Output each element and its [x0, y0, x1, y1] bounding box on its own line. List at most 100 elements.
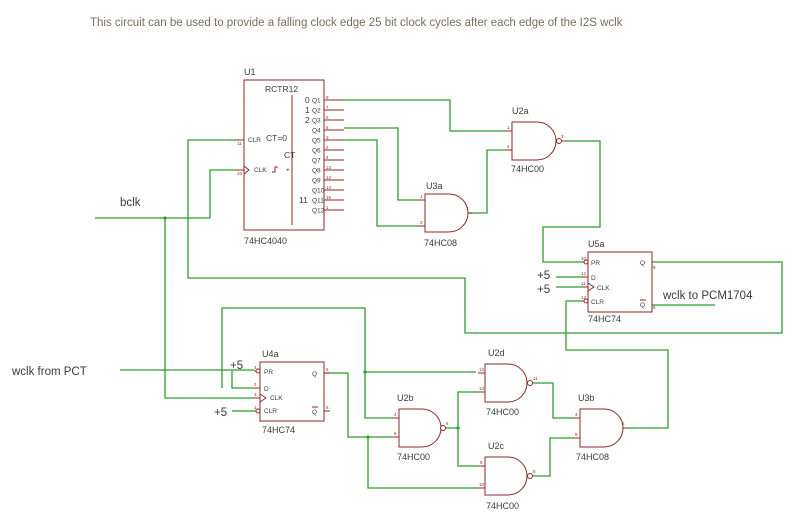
svg-text:CLR: CLR: [264, 408, 277, 415]
svg-text:Q: Q: [312, 409, 317, 416]
net-label-vcc-u5-d: +5: [537, 270, 550, 282]
wire-u3a-u2a: [468, 149, 505, 214]
u1-q-pin-number: 5: [326, 125, 329, 130]
svg-text:5: 5: [575, 432, 578, 437]
svg-text:1: 1: [507, 125, 510, 130]
svg-text:4: 4: [575, 412, 578, 417]
diagram-title: This circuit can be used to provide a fa…: [90, 17, 623, 29]
u1-q-pin-number: 3: [326, 135, 329, 140]
svg-text:12: 12: [479, 367, 485, 372]
u1-ct-number: 0: [305, 95, 310, 105]
u3a-part: 74HC08: [424, 238, 457, 248]
u1-clr-pin: 11: [237, 141, 242, 146]
u1-clk-label: CLK: [254, 167, 267, 174]
wire-bclk-to-u1-clk: [209, 169, 236, 218]
u1-q-label: Q12: [312, 208, 325, 215]
svg-text:12: 12: [581, 271, 587, 276]
u5a-ref: U5a: [588, 239, 605, 249]
wire-u2a-u5a: [542, 140, 601, 263]
svg-text:8: 8: [533, 469, 536, 474]
u2a-ref: U2a: [512, 106, 529, 116]
u1-q-pin-number: 7: [326, 105, 329, 110]
u1-ct0: CT=0: [266, 133, 287, 143]
svg-text:Q: Q: [640, 302, 645, 309]
svg-text:10: 10: [479, 482, 485, 487]
svg-text:9: 9: [653, 265, 656, 270]
u5a-part: 74HC74: [588, 314, 621, 324]
u1-q-pin-number: 15: [326, 195, 332, 200]
svg-text:11: 11: [533, 376, 538, 381]
u1-sym: +: [286, 167, 290, 174]
u1-clr-label: CLR: [248, 137, 261, 144]
wire-u4-q-u2b: [324, 372, 392, 438]
u1-q-label: Q4: [312, 128, 321, 135]
svg-text:6: 6: [326, 405, 329, 410]
svg-text:13: 13: [581, 295, 587, 300]
flipflop-u5a: PR D CLK CLR Q Q 10 12 11 13 9 8 U5a 74H…: [581, 239, 656, 324]
svg-text:4: 4: [254, 365, 257, 370]
wire-u2c-u3b: [532, 437, 573, 477]
svg-text:D: D: [264, 386, 269, 393]
wire-u2d-u3b: [532, 382, 573, 419]
u2c-ref: U2c: [488, 441, 505, 451]
svg-text:2: 2: [507, 144, 510, 149]
wire-q5-u3a: [344, 139, 418, 227]
flipflop-u4a: PR D CLK CLR Q Q 4 2 3 1 5 6 U4a 74HC74: [254, 349, 330, 435]
wire-q4-u2a: [344, 127, 418, 201]
svg-text:6: 6: [446, 421, 449, 426]
gate-u2d: 12 13 11 U2d 74HC00: [478, 348, 538, 417]
u1-ref: U1: [244, 67, 256, 77]
wire-bclk-down: [164, 218, 254, 399]
u3b-ref: U3b: [578, 393, 595, 403]
svg-text:3: 3: [254, 392, 257, 397]
net-label-vcc-u4-pr: +5: [230, 360, 243, 372]
wire-u4-vcc-d: [231, 371, 254, 389]
svg-text:1: 1: [254, 405, 257, 410]
u2d-part: 74HC00: [486, 407, 519, 417]
u1-clk-pin: 10: [237, 171, 243, 176]
wires: [95, 99, 783, 489]
svg-text:13: 13: [479, 386, 485, 391]
u1-q-pin-number: 14: [326, 185, 332, 190]
svg-text:4: 4: [394, 412, 397, 417]
svg-text:5: 5: [394, 431, 397, 436]
u3b-part: 74HC08: [576, 452, 609, 462]
u1-q-pin-number: 4: [326, 155, 329, 160]
u1-q-pin-number: 2: [326, 145, 329, 150]
u1-ct-number: 11: [299, 195, 308, 205]
svg-text:3: 3: [466, 206, 469, 211]
u1-q-label: Q7: [312, 158, 321, 165]
u3a-ref: U3a: [426, 181, 443, 191]
u2b-ref: U2b: [397, 393, 414, 403]
net-label-vcc-u5-clk: +5: [537, 284, 550, 296]
u1-q-label: Q11: [312, 198, 324, 205]
u1-ct-number: 2: [305, 115, 310, 125]
svg-text:6: 6: [622, 421, 625, 426]
u1-q-label: Q1: [312, 98, 321, 105]
svg-text:2: 2: [420, 220, 423, 225]
wire-u2b-out-down: [457, 428, 478, 467]
u1-q-label: Q8: [312, 168, 321, 175]
u1-q-label: Q9: [312, 178, 321, 185]
wire-bottom-loop: [367, 437, 478, 489]
wire-u1-clr-loop: [187, 139, 783, 334]
u1-q-pin-number: 13: [326, 165, 332, 170]
u1-q-label: Q10: [312, 188, 325, 195]
svg-text:2: 2: [254, 382, 257, 387]
svg-text:9: 9: [480, 460, 483, 465]
svg-text:11: 11: [581, 281, 586, 286]
svg-text:CLK: CLK: [597, 285, 610, 292]
svg-text:10: 10: [581, 256, 587, 261]
svg-text:1: 1: [420, 194, 423, 199]
svg-text:5: 5: [326, 367, 329, 372]
svg-text:D: D: [591, 275, 596, 282]
u1-q-label: Q6: [312, 148, 321, 155]
wire-u2b-out: [444, 391, 478, 429]
gate-u2c: 9 10 8 U2c 74HC00: [478, 441, 536, 511]
gate-u2a: 1 2 3 U2a 74HC00: [505, 106, 566, 174]
u2d-ref: U2d: [488, 348, 505, 358]
net-label-vcc-u4-clr: +5: [214, 407, 227, 419]
u4a-ref: U4a: [262, 349, 279, 359]
